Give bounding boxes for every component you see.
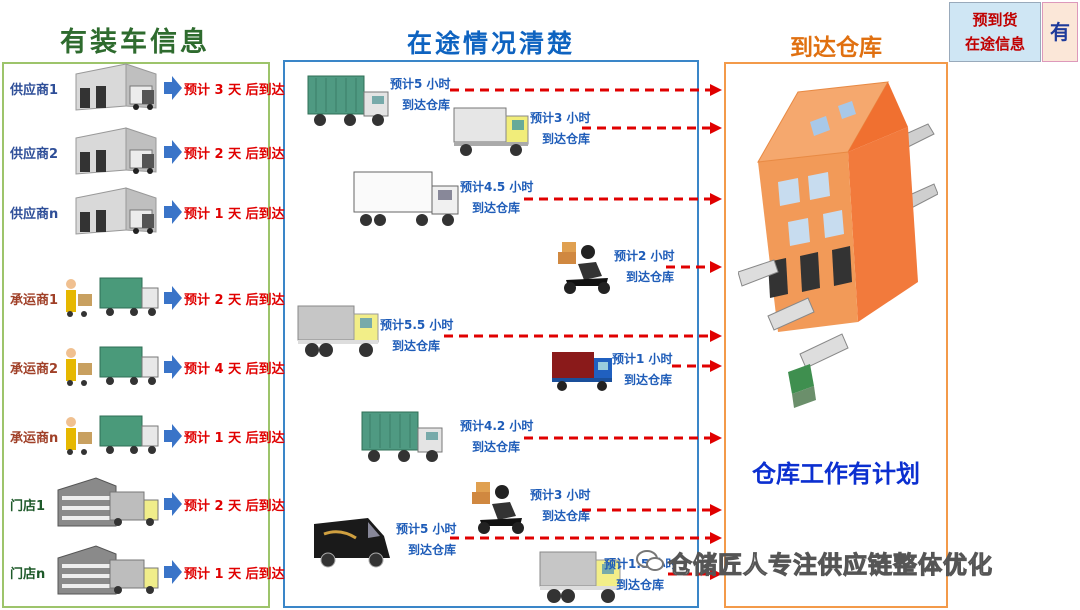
transit-eta-line1: 预计5.5 小时	[380, 318, 454, 332]
grey-box-truck-icon	[538, 548, 622, 608]
in-transit-panel	[283, 60, 699, 608]
store-truck-icon	[56, 474, 160, 534]
right-arrow-icon	[164, 355, 182, 383]
transit-eta-line2: 到达仓库	[472, 201, 521, 215]
dashed-arrow	[444, 330, 722, 342]
warehouse-truck-icon	[74, 124, 158, 180]
transit-eta-line1: 预计4.5 小时	[460, 180, 534, 194]
eta-text: 预计 2 天 后到达	[184, 293, 285, 308]
transit-eta-line1: 预计3 小时	[530, 111, 591, 125]
delivery-scooter-icon	[470, 480, 528, 540]
dashed-arrow	[668, 568, 722, 580]
transit-eta-line2: 到达仓库	[542, 509, 591, 523]
right-arrow-icon	[164, 560, 182, 588]
warehouse-truck-icon	[74, 60, 158, 116]
transit-eta-label: 预计4.2 小时到达仓库	[460, 416, 533, 458]
row-label-carrier: 承运商1	[10, 293, 59, 308]
store-truck-icon	[56, 542, 160, 602]
transit-eta-label: 预计3 小时到达仓库	[530, 108, 591, 150]
eta-text: 预计 2 天 后到达	[184, 147, 285, 162]
green-container-truck-icon	[360, 410, 444, 468]
forklift-container-truck-icon	[64, 341, 160, 393]
forklift-container-truck-icon	[64, 272, 160, 324]
transit-eta-line1: 预计5 小时	[396, 522, 457, 536]
transit-eta-line2: 到达仓库	[542, 132, 591, 146]
transit-eta-line1: 预计1 小时	[612, 352, 673, 366]
row-label-supplier: 供应商n	[10, 207, 59, 222]
transit-eta-line2: 到达仓库	[626, 270, 675, 284]
right-arrow-icon	[164, 76, 182, 104]
transit-eta-line1: 预计5 小时	[390, 77, 451, 91]
transit-eta-line2: 到达仓库	[624, 373, 673, 387]
black-delivery-van-icon	[310, 514, 394, 574]
dashed-arrow	[672, 360, 722, 372]
eta-text: 预计 1 天 后到达	[184, 207, 285, 222]
green-container-truck-icon	[306, 74, 390, 132]
dashed-arrow	[666, 261, 722, 273]
dashed-arrow	[450, 532, 722, 544]
row-label-carrier: 承运商n	[10, 431, 59, 446]
loading-info-panel	[2, 62, 270, 608]
row-label-carrier: 承运商2	[10, 362, 59, 377]
arrive-warehouse-title: 到达仓库	[790, 35, 882, 61]
transit-eta-line2: 到达仓库	[408, 543, 457, 557]
eta-text: 预计 3 天 后到达	[184, 83, 285, 98]
dashed-arrow	[450, 84, 722, 96]
grey-box-truck-icon	[296, 302, 380, 362]
dashed-arrow	[582, 122, 722, 134]
tail-box: 有	[1042, 2, 1078, 62]
right-arrow-icon	[164, 200, 182, 228]
transit-eta-line2: 到达仓库	[392, 339, 441, 353]
dashed-arrow	[524, 432, 722, 444]
white-semi-truck-icon	[352, 170, 464, 234]
eta-text: 预计 1 天 后到达	[184, 431, 285, 446]
eta-text: 预计 2 天 后到达	[184, 499, 285, 514]
transit-eta-line2: 到达仓库	[616, 578, 665, 592]
watermark-text: 仓储匠人专注供应链整体优化	[668, 551, 993, 580]
transit-eta-line2: 到达仓库	[472, 440, 521, 454]
transit-eta-line1: 预计3 小时	[530, 488, 591, 502]
forklift-container-truck-icon	[64, 410, 160, 462]
right-arrow-icon	[164, 492, 182, 520]
transit-eta-label: 预计3 小时到达仓库	[530, 485, 591, 527]
loading-info-title: 有装车信息	[60, 27, 210, 58]
warehouse-building-icon	[738, 81, 938, 408]
eta-text: 预计 1 天 后到达	[184, 567, 285, 582]
dashed-arrow	[582, 504, 722, 516]
transit-eta-line1: 预计4.2 小时	[460, 419, 534, 433]
wechat-icon	[636, 550, 664, 571]
transit-eta-label: 预计4.5 小时到达仓库	[460, 177, 533, 219]
transit-eta-label: 预计2 小时到达仓库	[614, 246, 675, 288]
warehouse-plan-text: 仓库工作有计划	[752, 460, 920, 488]
info-box-line1: 预到货	[972, 11, 1018, 29]
transit-eta-label: 预计5.5 小时到达仓库	[380, 315, 453, 357]
in-transit-title: 在途情况清楚	[406, 29, 575, 58]
transit-eta-line1: 预计2 小时	[614, 249, 675, 263]
transit-eta-line2: 到达仓库	[402, 98, 451, 112]
transit-eta-label: 预计1 小时到达仓库	[612, 349, 673, 391]
transit-eta-label: 预计5 小时到达仓库	[396, 519, 457, 561]
transit-eta-label: 预计5 小时到达仓库	[390, 74, 451, 116]
pre-arrival-info-box: 预到货 在途信息	[949, 2, 1041, 62]
dashed-arrow	[524, 193, 722, 205]
row-label-store: 门店n	[10, 567, 46, 582]
row-label-store: 门店1	[10, 499, 46, 514]
right-arrow-icon	[164, 140, 182, 168]
right-arrow-icon	[164, 286, 182, 314]
info-box-line2: 在途信息	[964, 35, 1025, 53]
right-arrow-icon	[164, 424, 182, 452]
yellow-van-truck-icon	[452, 104, 530, 162]
warehouse-truck-icon	[74, 184, 158, 240]
eta-text: 预计 4 天 后到达	[184, 362, 285, 377]
warehouse-panel	[724, 62, 948, 608]
delivery-scooter-icon	[556, 240, 614, 300]
row-label-supplier: 供应商2	[10, 147, 59, 162]
row-label-supplier: 供应商1	[10, 83, 59, 98]
red-blue-truck-icon	[550, 348, 614, 396]
